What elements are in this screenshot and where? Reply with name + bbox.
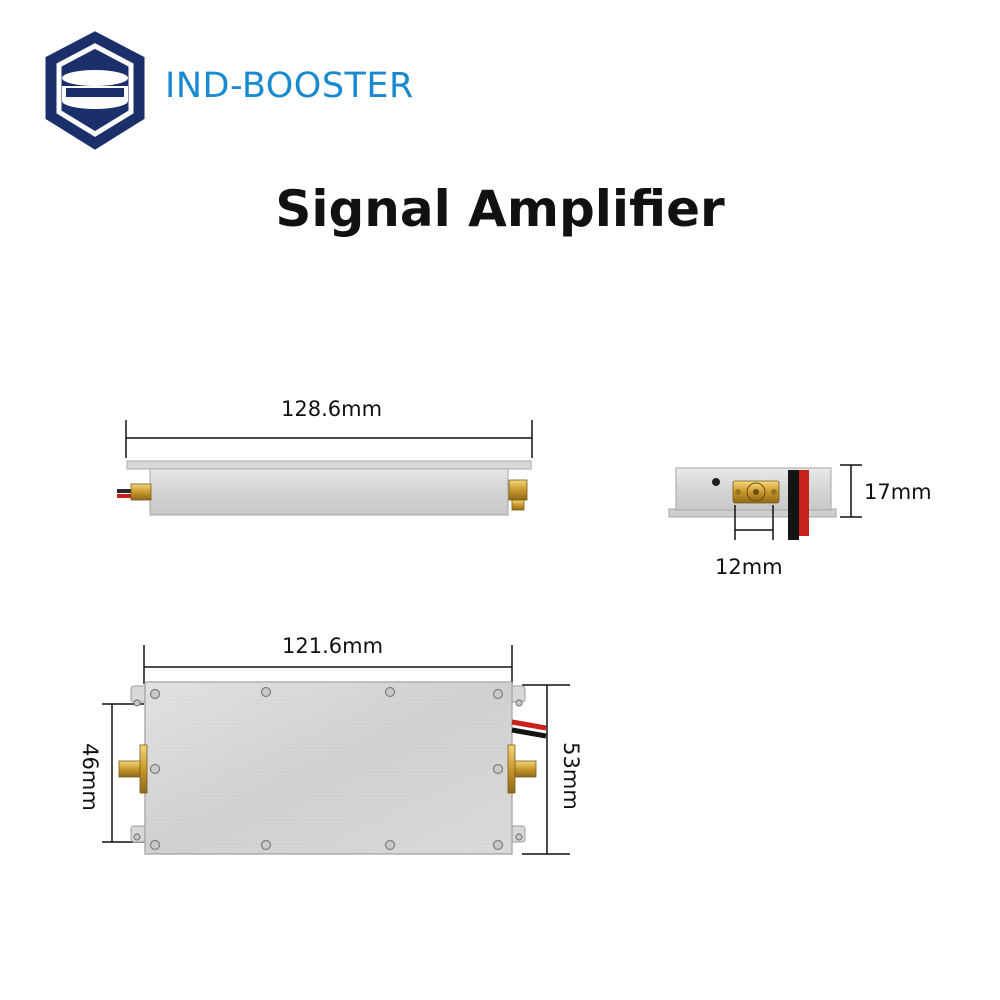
side-view-amplifier xyxy=(117,460,532,516)
brand-name: IND-BOOSTER xyxy=(165,66,414,106)
end-view-dimension-lines xyxy=(734,464,862,540)
side-view-dimension-lines xyxy=(125,420,533,458)
top-view-amplifier xyxy=(118,681,547,855)
connector-width-label: 12mm xyxy=(715,555,783,579)
end-height-label: 17mm xyxy=(864,480,932,504)
top-view-dimension-lines xyxy=(102,645,570,855)
top-length-label: 121.6mm xyxy=(282,634,384,658)
page-title: Signal Amplifier xyxy=(275,180,725,238)
overall-width-label: 53mm xyxy=(559,742,583,810)
body-width-label: 46mm xyxy=(78,743,102,811)
end-view-amplifier xyxy=(668,467,837,540)
brand-logo-icon xyxy=(45,31,145,150)
side-length-label: 128.6mm xyxy=(281,397,383,421)
